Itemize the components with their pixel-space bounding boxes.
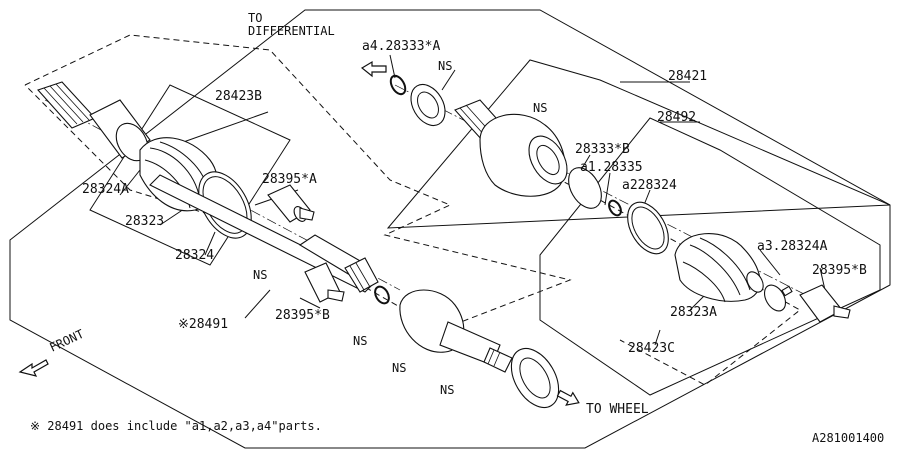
arrow-front-icon <box>18 359 49 377</box>
clamp-a3 <box>763 284 793 312</box>
label-ns-3: NS <box>253 268 267 282</box>
clamp-a2 <box>627 201 669 255</box>
outer-joint-housing <box>479 113 568 197</box>
frame-28423B <box>89 84 291 266</box>
seal-ring <box>410 83 446 127</box>
label-28423C: 28423C <box>628 341 675 356</box>
arrow-to-wheel-icon <box>556 389 580 406</box>
label-28324A: 28324A <box>82 182 129 197</box>
damper-28395B-mid <box>304 262 345 303</box>
label-ns-4: NS <box>353 334 367 348</box>
shaft-spline <box>344 257 379 293</box>
damper-28395A <box>267 184 315 223</box>
label-a2-28324: a228324 <box>622 178 677 193</box>
dashed-envelope-right <box>519 159 801 386</box>
outboard-centerline <box>394 84 846 316</box>
label-a1-28335: a1.28335 <box>580 160 643 175</box>
label-28395A: 28395*A <box>262 172 317 187</box>
label-a3-28324A: a3.28324A <box>757 239 828 254</box>
footnote: ※ 28491 does include "a1,a2,a3,a4"parts. <box>30 419 322 433</box>
label-28333B: 28333*B <box>575 142 630 157</box>
damper-28395B-right <box>799 284 851 323</box>
label-ns-1: NS <box>438 59 452 73</box>
outboard-boot <box>674 233 764 303</box>
label-to: TO <box>248 11 262 25</box>
label-28324: 28324 <box>175 248 214 263</box>
label-ns-2: NS <box>533 101 547 115</box>
label-differential: DIFFERENTIAL <box>248 24 335 38</box>
inboard-spline-end <box>37 81 96 129</box>
label-a4-28333A: a4.28333*A <box>362 39 440 54</box>
label-28395B-right: 28395*B <box>812 263 867 278</box>
label-to-wheel: TO WHEEL <box>586 402 649 417</box>
label-ns-6: NS <box>440 383 454 397</box>
label-ns-5: NS <box>392 361 406 375</box>
label-28395B-mid: 28395*B <box>275 308 330 323</box>
label-28323A: 28323A <box>670 305 717 320</box>
frame-28492 <box>539 117 881 396</box>
label-28491: ※28491 <box>178 317 228 332</box>
label-28423B: 28423B <box>215 89 262 104</box>
arrow-differential-icon <box>360 60 387 78</box>
label-28492: 28492 <box>657 110 696 125</box>
outboard-washer <box>510 347 560 409</box>
circlip-a1 <box>608 199 622 217</box>
label-28323: 28323 <box>125 214 164 229</box>
outboard-joint <box>399 289 513 373</box>
label-28421: 28421 <box>668 69 707 84</box>
leader-lines <box>119 54 826 346</box>
circlip-inboard <box>374 285 390 305</box>
outer-frame <box>9 9 891 449</box>
circlip-a4 <box>389 74 407 96</box>
diagram-code: A281001400 <box>812 431 884 445</box>
dashed-envelope-left <box>24 34 572 331</box>
ring-28333B <box>568 167 602 209</box>
